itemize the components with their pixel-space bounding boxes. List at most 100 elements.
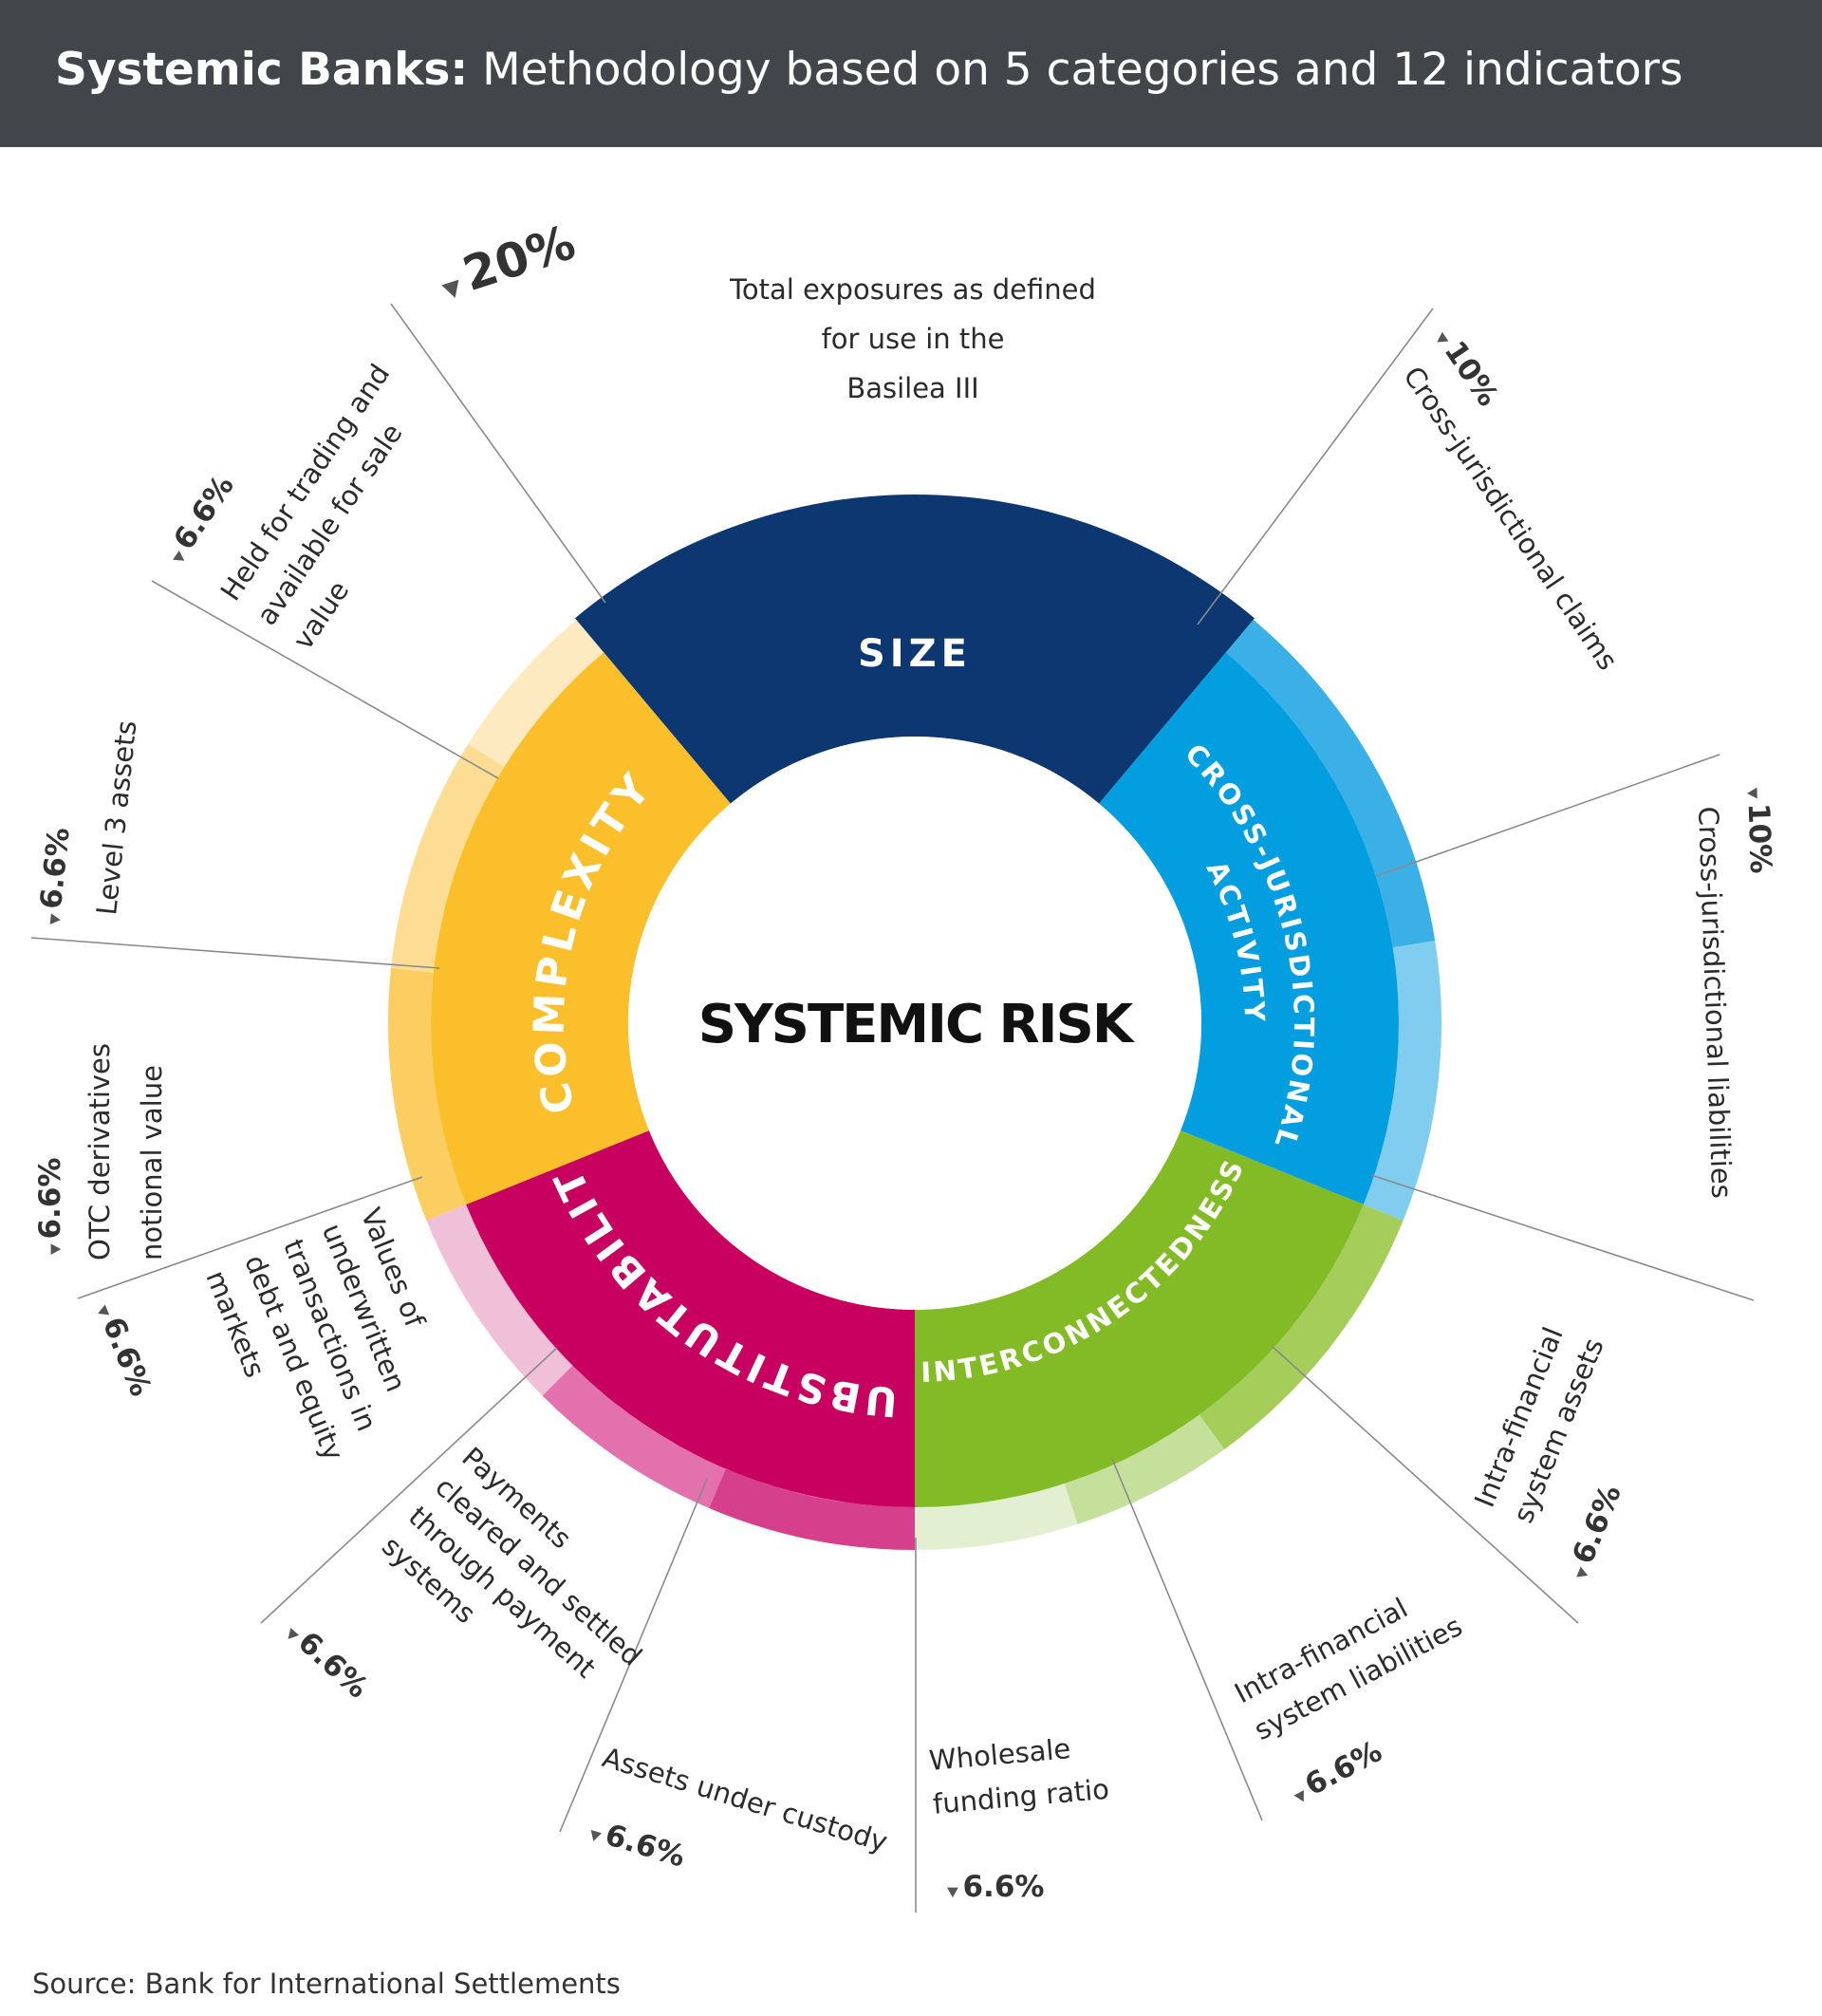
leader-line	[260, 1347, 558, 1624]
indicator-label: Values ofunderwrittentransactions indebt…	[199, 1204, 466, 1481]
indicator-pct-intra-assets: 6.6%	[1566, 1480, 1628, 1577]
indicator-band-inter	[1064, 1414, 1225, 1524]
indicator-pct-held-for-trading: 6.6%	[167, 469, 241, 561]
leader-line	[1271, 1345, 1579, 1624]
indicator-label: Wholesalefunding ratio	[928, 1729, 1111, 1820]
leader-line	[151, 580, 499, 779]
indicator-cross-liabilities: Cross-jurisdictional liabilities	[1692, 806, 1738, 1199]
segment-size	[574, 494, 1255, 804]
indicator-percent: 6.6%	[1566, 1480, 1628, 1568]
leader-line	[77, 1176, 423, 1299]
indicator-label-line: Cross-jurisdictional liabilities	[1692, 806, 1738, 1199]
triangle-icon	[1437, 331, 1449, 343]
indicator-pct-cross-liabilities: 10%	[1741, 787, 1778, 874]
leader-line	[1111, 1458, 1263, 1821]
triangle-icon	[173, 550, 185, 561]
leader-line	[390, 303, 606, 604]
indicator-label-line: OTC derivatives	[84, 1043, 116, 1260]
indicator-percent: 6.6%	[34, 826, 77, 910]
leader-line	[559, 1478, 708, 1833]
indicator-pct-intra-liabilities: 6.6%	[1293, 1734, 1387, 1802]
center-label: SYSTEMIC RISK	[698, 994, 1136, 1055]
indicator-percent: 6.6%	[33, 1158, 67, 1240]
segment-inter	[915, 1130, 1364, 1507]
triangle-icon	[1747, 787, 1757, 799]
indicator-band-cross	[1363, 941, 1441, 1221]
leader-line	[1370, 1174, 1755, 1301]
indicator-label-line: Level 3 assets	[90, 719, 142, 917]
indicator-label: Cross-jurisdictional liabilities	[1692, 806, 1738, 1199]
indicator-percent: 6.6%	[962, 1870, 1044, 1904]
indicator-payments: Paymentscleared and settledthrough payme…	[376, 1441, 675, 1731]
indicator-percent: 6.6%	[1299, 1734, 1387, 1802]
center-circle	[628, 737, 1201, 1310]
indicator-percent: 6.6%	[96, 1313, 158, 1401]
indicator-held-for-trading: Held for trading andavailable for saleva…	[214, 358, 409, 655]
triangle-icon	[288, 1627, 300, 1639]
indicator-pct-total-exposures: 20%	[441, 215, 582, 302]
indicator-cross-claims: Cross-jurisdictional claims	[1397, 361, 1624, 676]
leader-line	[1375, 754, 1720, 877]
indicator-label: Total exposures as defined for use in the…	[729, 273, 1096, 404]
title-bold: Systemic Banks:	[55, 44, 469, 96]
indicator-label-line: Cross-jurisdictional claims	[1397, 361, 1624, 676]
indicator-label: OTC derivatives notional value	[84, 1043, 168, 1260]
triangle-icon	[49, 913, 61, 925]
indicator-wholesale-funding: Wholesalefunding ratio	[928, 1729, 1111, 1820]
indicator-band-inter	[915, 1484, 1078, 1551]
indicator-label: Paymentscleared and settledthrough payme…	[376, 1441, 675, 1731]
triangle-icon	[590, 1829, 603, 1841]
indicator-label-line: Total exposures as defined	[729, 273, 1096, 306]
triangle-icon	[1293, 1790, 1304, 1802]
indicator-band-comp	[391, 743, 505, 973]
category-label-size: SIZE	[858, 632, 972, 676]
triangle-icon	[441, 279, 459, 298]
indicator-band-subst	[426, 1204, 573, 1396]
indicator-pct-wholesale-funding: 6.6%	[947, 1870, 1044, 1904]
triangle-icon	[98, 1304, 110, 1316]
indicator-percent: 10%	[1741, 803, 1778, 874]
indicator-band-inter	[1199, 1204, 1404, 1450]
indicator-pct-payments: 6.6%	[288, 1625, 375, 1706]
indicator-total-exposures: Total exposures as defined for use in the…	[729, 273, 1096, 404]
indicator-intra-liabilities: Intra-financialsystem liabilities	[1229, 1573, 1467, 1746]
indicator-label-line: notional value	[136, 1065, 168, 1260]
indicator-band-subst	[709, 1468, 915, 1551]
indicator-label: Cross-jurisdictional claims	[1397, 361, 1624, 676]
triangle-icon	[947, 1887, 958, 1898]
leader-line	[1197, 308, 1434, 625]
indicator-label: Intra-financialsystem assets	[1468, 1318, 1610, 1528]
indicator-band-comp	[388, 967, 467, 1221]
segment-subst	[466, 1130, 915, 1507]
indicator-band-cross	[1225, 619, 1436, 948]
indicator-label-line: for use in the	[822, 323, 1005, 355]
indicator-intra-assets: Intra-financialsystem assets	[1468, 1318, 1610, 1528]
title-rest: Methodology based on 5 categories and 12…	[468, 44, 1683, 96]
indicator-pct-underwritten: 6.6%	[96, 1304, 158, 1401]
indicator-percent: 6.6%	[167, 469, 241, 555]
indicator-pct-otc-derivatives: 6.6%	[33, 1158, 67, 1255]
indicator-level3-assets: Level 3 assets	[90, 719, 142, 917]
triangle-icon	[50, 1243, 62, 1255]
indicator-label-line: funding ratio	[932, 1773, 1111, 1820]
indicator-band-subst	[542, 1365, 726, 1508]
indicator-percent: 20%	[456, 215, 582, 302]
indicator-percent: 6.6%	[601, 1818, 689, 1875]
indicator-label: Intra-financialsystem liabilities	[1229, 1573, 1467, 1746]
header-bar: Systemic Banks: Methodology based on 5 c…	[0, 0, 1822, 147]
triangle-icon	[1576, 1566, 1589, 1577]
indicator-label: Level 3 assets	[90, 719, 142, 917]
indicator-label-line: Wholesale	[928, 1732, 1072, 1777]
indicator-pct-level3-assets: 6.6%	[34, 826, 77, 925]
leader-line	[30, 937, 440, 969]
indicator-pct-assets-custody: 6.6%	[590, 1818, 689, 1875]
indicator-label-line: Basilea III	[846, 372, 978, 404]
indicator-percent: 6.6%	[291, 1625, 375, 1705]
source-note: Source: Bank for International Settlemen…	[32, 1968, 621, 2000]
segment-cross	[1099, 652, 1400, 1205]
page-title: Systemic Banks: Methodology based on 5 c…	[55, 44, 1683, 96]
segment-comp	[431, 652, 731, 1205]
indicator-otc-derivatives: OTC derivatives notional value	[84, 1043, 168, 1260]
indicator-underwritten: Values ofunderwrittentransactions indebt…	[199, 1204, 466, 1481]
